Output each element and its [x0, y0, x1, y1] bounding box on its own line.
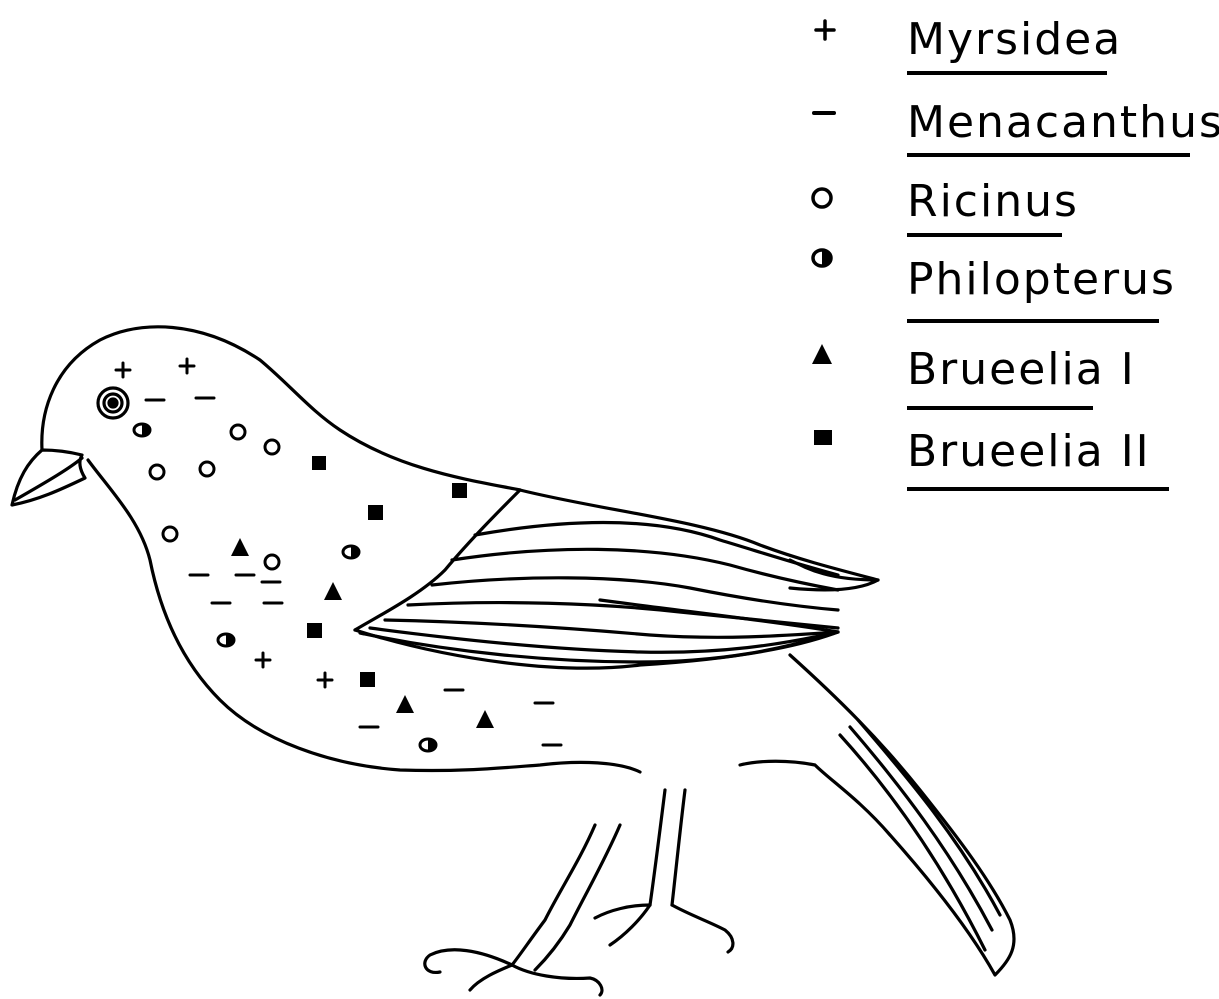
tail-feather-line [850, 727, 992, 930]
legend-label: Menacanthus [907, 97, 1219, 148]
brueelia-i-marker [231, 538, 249, 556]
brueelia-i-marker [324, 582, 342, 600]
philopterus-marker [420, 739, 436, 751]
ricinus-marker [163, 527, 177, 541]
legend-item-menacanthus: Menacanthus [800, 85, 1210, 165]
myrsidea-marker [116, 363, 130, 377]
myrsidea-marker [256, 653, 270, 667]
legend-item-brueelia-i: Brueelia I [800, 332, 1210, 412]
ricinus-marker [265, 440, 279, 454]
legend: Myrsidea Menacanthus Ricinus Philopterus… [800, 0, 1210, 520]
ricinus-marker [200, 462, 214, 476]
minus-icon [802, 89, 852, 139]
legend-item-philopterus: Philopterus [800, 240, 1210, 320]
legend-label: Brueelia I [907, 344, 1136, 395]
brueelia-i-marker [476, 710, 494, 728]
legend-underline [907, 406, 1093, 410]
legend-underline [907, 233, 1062, 237]
legend-label: Ricinus [907, 176, 1079, 227]
philopterus-marker [218, 634, 234, 646]
legend-underline [907, 71, 1107, 75]
legend-underline [907, 153, 1190, 157]
tail-feather-line [840, 735, 985, 950]
brueelia-i-marker [396, 695, 414, 713]
eye-pupil [109, 399, 117, 407]
brueelia-ii-marker [368, 505, 383, 520]
ricinus-marker [150, 465, 164, 479]
left-foot [425, 950, 602, 995]
legend-underline [907, 319, 1159, 323]
legend-label: Myrsidea [907, 14, 1122, 65]
filled-triangle-icon [802, 334, 852, 384]
myrsidea-marker [180, 359, 194, 373]
wing-feather-line [452, 549, 838, 590]
brueelia-ii-marker [307, 623, 322, 638]
legend-item-brueelia-ii: Brueelia II [800, 418, 1210, 498]
brueelia-ii-marker [452, 483, 467, 498]
half-filled-circle-icon [802, 234, 852, 284]
bird-breast-outline [88, 460, 640, 772]
brueelia-ii-marker [360, 672, 375, 687]
ricinus-marker [231, 425, 245, 439]
legend-label: Philopterus [907, 254, 1176, 305]
myrsidea-marker [318, 673, 332, 687]
right-foot [595, 905, 733, 952]
philopterus-marker [134, 424, 150, 436]
open-circle-icon [802, 174, 852, 224]
legend-underline [907, 487, 1169, 491]
legend-label: Brueelia II [907, 426, 1151, 477]
tail-feather-line [858, 720, 1000, 915]
left-leg [512, 825, 620, 970]
brueelia-ii-marker [312, 456, 326, 470]
filled-square-icon [802, 420, 852, 470]
philopterus-marker [343, 546, 359, 558]
right-leg [650, 790, 685, 905]
ricinus-marker [265, 555, 279, 569]
legend-item-myrsidea: Myrsidea [800, 0, 1210, 80]
plus-icon [802, 6, 852, 56]
wing-feather-line [475, 523, 838, 576]
